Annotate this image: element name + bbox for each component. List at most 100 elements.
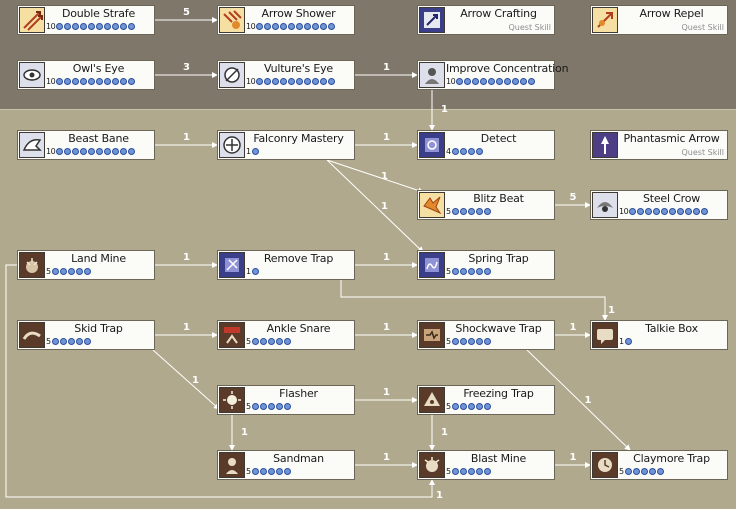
level-dot[interactable] [83, 338, 91, 345]
level-dot[interactable] [67, 338, 75, 345]
level-dot[interactable] [72, 78, 80, 85]
level-dot[interactable] [475, 468, 483, 475]
level-dot[interactable] [459, 403, 467, 410]
level-dot[interactable] [267, 468, 275, 475]
level-dot[interactable] [467, 208, 475, 215]
level-dot[interactable] [128, 148, 136, 155]
level-dot[interactable] [488, 78, 496, 85]
level-dot[interactable] [629, 208, 637, 215]
level-dot[interactable] [480, 78, 488, 85]
level-dot[interactable] [669, 208, 677, 215]
level-dot[interactable] [72, 23, 80, 30]
level-dot[interactable] [304, 23, 312, 30]
level-dot[interactable] [96, 148, 104, 155]
level-dot[interactable] [251, 403, 259, 410]
level-dot[interactable] [459, 268, 467, 275]
level-dot[interactable] [64, 148, 72, 155]
level-dot[interactable] [632, 468, 640, 475]
level-dot[interactable] [283, 468, 291, 475]
level-dot[interactable] [272, 23, 280, 30]
level-dot[interactable] [464, 78, 472, 85]
level-dot[interactable] [459, 338, 467, 345]
level-dot[interactable] [312, 23, 320, 30]
level-dot[interactable] [96, 23, 104, 30]
level-dot[interactable] [661, 208, 669, 215]
level-dot[interactable] [483, 468, 491, 475]
level-dot[interactable] [264, 78, 272, 85]
level-dot[interactable] [504, 78, 512, 85]
level-dot[interactable] [328, 23, 336, 30]
level-dot[interactable] [256, 23, 264, 30]
level-dot[interactable] [496, 78, 504, 85]
level-dot[interactable] [59, 268, 67, 275]
level-dot[interactable] [701, 208, 709, 215]
level-dot[interactable] [467, 338, 475, 345]
level-dot[interactable] [128, 78, 136, 85]
level-dot[interactable] [104, 78, 112, 85]
level-dot[interactable] [51, 268, 59, 275]
level-dot[interactable] [259, 468, 267, 475]
level-dot[interactable] [88, 78, 96, 85]
level-dot[interactable] [64, 78, 72, 85]
level-dot[interactable] [288, 23, 296, 30]
level-dot[interactable] [304, 78, 312, 85]
level-dot[interactable] [624, 468, 632, 475]
level-dot[interactable] [59, 338, 67, 345]
level-dot[interactable] [328, 78, 336, 85]
level-dot[interactable] [88, 23, 96, 30]
level-dot[interactable] [451, 208, 459, 215]
level-dot[interactable] [451, 338, 459, 345]
level-dot[interactable] [288, 78, 296, 85]
level-dot[interactable] [75, 338, 83, 345]
level-dot[interactable] [120, 23, 128, 30]
level-dot[interactable] [272, 78, 280, 85]
level-dot[interactable] [693, 208, 701, 215]
level-dot[interactable] [459, 148, 467, 155]
level-dot[interactable] [296, 23, 304, 30]
level-dot[interactable] [67, 268, 75, 275]
level-dot[interactable] [451, 268, 459, 275]
level-dot[interactable] [259, 403, 267, 410]
level-dot[interactable] [120, 148, 128, 155]
level-dot[interactable] [467, 468, 475, 475]
level-dot[interactable] [648, 468, 656, 475]
level-dot[interactable] [483, 338, 491, 345]
level-dot[interactable] [483, 403, 491, 410]
level-dot[interactable] [112, 23, 120, 30]
level-dot[interactable] [624, 338, 632, 345]
level-dot[interactable] [251, 468, 259, 475]
level-dot[interactable] [128, 23, 136, 30]
level-dot[interactable] [520, 78, 528, 85]
level-dot[interactable] [451, 148, 459, 155]
level-dot[interactable] [475, 208, 483, 215]
level-dot[interactable] [312, 78, 320, 85]
level-dot[interactable] [275, 338, 283, 345]
level-dot[interactable] [80, 78, 88, 85]
level-dot[interactable] [475, 403, 483, 410]
level-dot[interactable] [656, 468, 664, 475]
level-dot[interactable] [467, 268, 475, 275]
level-dot[interactable] [320, 78, 328, 85]
level-dot[interactable] [467, 403, 475, 410]
level-dot[interactable] [528, 78, 536, 85]
level-dot[interactable] [645, 208, 653, 215]
